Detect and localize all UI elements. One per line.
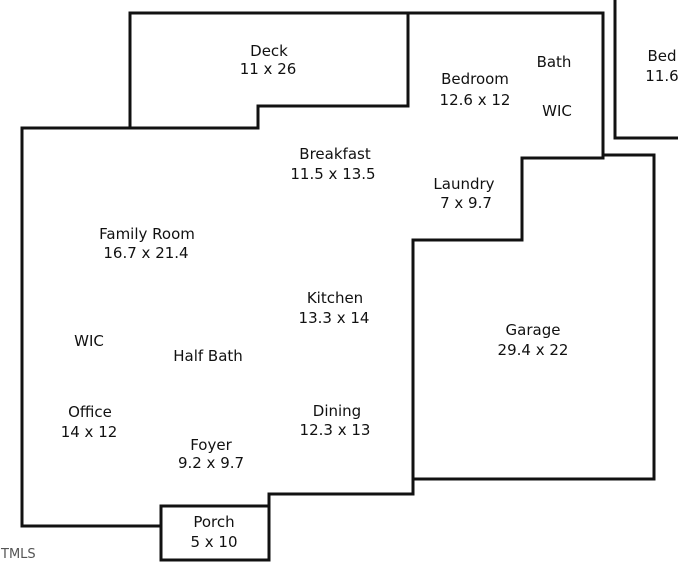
room-dims: 12.3 x 13 [300, 421, 371, 439]
room-wic-lower: WIC [74, 332, 104, 350]
room-name: Deck [250, 42, 288, 60]
room-laundry: Laundry 7 x 9.7 [433, 175, 494, 212]
room-kitchen: Kitchen 13.3 x 14 [299, 289, 370, 327]
room-dims: 5 x 10 [190, 533, 237, 551]
porch-outline [159, 504, 271, 562]
room-name: Bedroom [441, 70, 509, 88]
room-dims: 29.4 x 22 [498, 341, 569, 359]
room-dims: 16.7 x 21.4 [103, 244, 188, 262]
room-name: Bed [647, 47, 676, 65]
room-bath: Bath [537, 53, 572, 71]
watermark: TMLS [0, 547, 36, 562]
room-name: Bath [537, 53, 572, 71]
room-name: Half Bath [173, 347, 243, 365]
deck-outline [130, 13, 410, 130]
main-floor-outline [20, 11, 605, 528]
room-name: Family Room [99, 225, 195, 243]
room-dims: 14 x 12 [61, 423, 118, 441]
room-dims: 7 x 9.7 [440, 194, 492, 212]
room-name: WIC [74, 332, 104, 350]
room-bed-partial: Bed 11.6 [645, 47, 678, 85]
room-dims: 12.6 x 12 [440, 91, 511, 109]
room-name: Laundry [433, 175, 494, 193]
room-dims: 9.2 x 9.7 [178, 454, 244, 472]
room-office: Office 14 x 12 [61, 403, 118, 441]
room-porch: Porch 5 x 10 [190, 513, 237, 551]
room-name: Office [68, 403, 112, 421]
room-family-room: Family Room 16.7 x 21.4 [99, 225, 195, 262]
adjacent-unit-outline [613, 0, 678, 140]
room-deck: Deck 11 x 26 [240, 42, 297, 78]
room-dining: Dining 12.3 x 13 [300, 402, 371, 439]
room-dims: 11.6 [645, 67, 678, 85]
room-name: Kitchen [307, 289, 363, 307]
room-dims: 11 x 26 [240, 60, 297, 78]
room-dims: 13.3 x 14 [299, 309, 370, 327]
room-half-bath: Half Bath [173, 347, 243, 365]
garage-outline [413, 153, 656, 481]
room-foyer: Foyer 9.2 x 9.7 [178, 436, 244, 472]
room-breakfast: Breakfast 11.5 x 13.5 [290, 145, 375, 183]
room-garage: Garage 29.4 x 22 [498, 321, 569, 359]
room-name: WIC [542, 102, 572, 120]
room-wic-upper: WIC [542, 102, 572, 120]
room-name: Dining [313, 402, 361, 420]
room-name: Porch [193, 513, 234, 531]
room-dims: 11.5 x 13.5 [290, 165, 375, 183]
room-name: Garage [506, 321, 561, 339]
room-name: Foyer [190, 436, 232, 454]
room-bedroom: Bedroom 12.6 x 12 [440, 70, 511, 109]
room-name: Breakfast [299, 145, 371, 163]
